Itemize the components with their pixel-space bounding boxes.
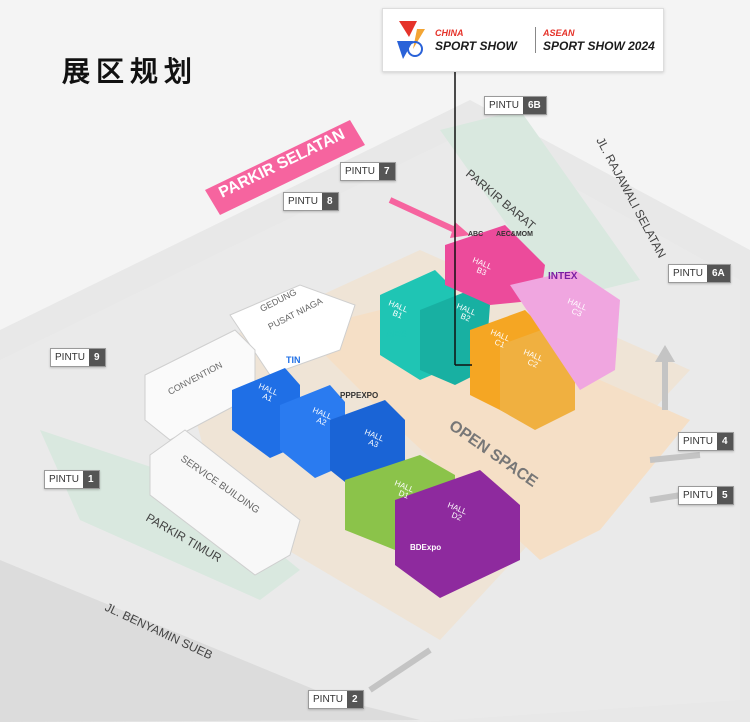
gate-label: PINTU [49, 474, 79, 485]
arrow-pintu4 [649, 452, 701, 463]
hall-c3-label-2: C3 [570, 307, 583, 319]
gate-label: PINTU [55, 352, 85, 363]
arrow-pintu2 [368, 647, 432, 693]
hall-a3-label-2: A3 [367, 438, 380, 450]
logo-sport-show-text: SPORT SHOW [435, 39, 517, 53]
logo-asean-text: ASEAN [543, 28, 575, 38]
service-building [149, 429, 301, 576]
gate-number: 7 [379, 163, 395, 180]
gate-label: PINTU [683, 436, 713, 447]
china-asean-sport-show-logo: CHINA SPORT SHOW ASEAN SPORT SHOW 2024 [382, 8, 664, 72]
gate-pintu-9[interactable]: PINTU 9 [50, 348, 106, 367]
parkir-selatan-banner [205, 120, 365, 215]
hall-d1-label-2: D1 [397, 489, 410, 501]
gate-label: PINTU [673, 268, 703, 279]
gate-number: 5 [717, 487, 733, 504]
gate-number: 8 [322, 193, 338, 210]
pppexpo-badge: PPPEXPO [340, 391, 379, 400]
tin-badge: TIN [286, 355, 301, 365]
gate-number: 2 [347, 691, 363, 708]
gate-pintu-7[interactable]: PINTU 7 [340, 162, 396, 181]
gate-pintu-1[interactable]: PINTU 1 [44, 470, 100, 489]
hall-c3-shape[interactable] [510, 270, 620, 390]
hall-a2-shape[interactable] [280, 385, 345, 478]
gate-pintu-6b[interactable]: PINTU 6B [484, 96, 547, 115]
gate-label: PINTU [489, 100, 519, 111]
hall-a2-label-2: A2 [315, 416, 328, 428]
parkir-barat-area [440, 110, 640, 300]
gate-label: PINTU [313, 694, 343, 705]
hall-d2-label-2: D2 [450, 511, 463, 523]
gedung-building [229, 284, 356, 376]
gate-number: 6A [707, 265, 730, 282]
arrow-pintu7 [388, 197, 457, 233]
intex-badge: INTEX [548, 271, 578, 282]
hall-c1-label-2: C1 [493, 338, 506, 350]
gate-label: PINTU [345, 166, 375, 177]
bdexpo-badge: BDExpo [410, 543, 442, 552]
hall-a1-label-2: A1 [261, 392, 274, 404]
gate-number: 6B [523, 97, 546, 114]
hall-c2-label-2: C2 [526, 358, 539, 370]
arrow-pintu6a-head [655, 345, 675, 362]
gate-label: PINTU [288, 196, 318, 207]
hall-d2-shape[interactable] [395, 470, 520, 598]
logo-sport-show-2024-text: SPORT SHOW 2024 [543, 39, 655, 53]
gate-pintu-8[interactable]: PINTU 8 [283, 192, 339, 211]
aes-badge: AES [386, 329, 407, 340]
gate-pintu-4[interactable]: PINTU 4 [678, 432, 734, 451]
gate-number: 1 [83, 471, 99, 488]
gate-pintu-2[interactable]: PINTU 2 [308, 690, 364, 709]
hall-b2-label-2: B2 [459, 312, 472, 324]
logo-china-text: CHINA [435, 28, 464, 38]
jl-benyamin-road [0, 560, 420, 722]
gate-number: 9 [89, 349, 105, 366]
sport-show-logo-icon [397, 21, 425, 59]
gate-pintu-5[interactable]: PINTU 5 [678, 486, 734, 505]
hall-b3-label-2: B3 [475, 266, 488, 278]
logo-separator [535, 27, 536, 53]
aecamom-badge: AEC&MOM [496, 231, 533, 238]
gate-pintu-6a[interactable]: PINTU 6A [668, 264, 731, 283]
gate-label: PINTU [683, 490, 713, 501]
abc-badge: ABC [468, 231, 484, 238]
gate-number: 4 [717, 433, 733, 450]
hall-b1-label-2: B1 [391, 309, 404, 321]
page-title: 展区规划 [62, 55, 199, 88]
